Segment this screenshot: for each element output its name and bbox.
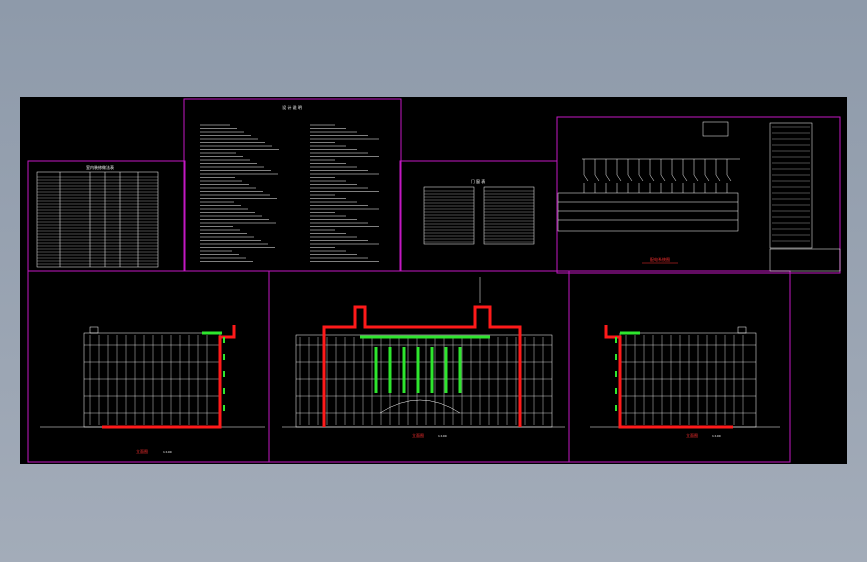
distribution-diagram: 配电系统图 [557,121,841,272]
door-window-schedule: 门 窗 表 [423,178,535,245]
sheet-frames [27,98,841,463]
frame-schedule [399,160,558,272]
frame-diagram [556,116,841,274]
schedule-title: 门 窗 表 [471,178,486,184]
frame-right-elevation [568,270,791,463]
cad-drawing: 室内装修做法表 设 计 说 明 门 窗 表 [27,98,841,463]
right-elevation-scale: 1:100 [712,434,721,438]
front-elevation-scale: 1:100 [438,434,447,438]
left-elevation-scale: 1:100 [163,450,172,454]
room-table: 室内装修做法表 [36,164,159,268]
left-elevation: 立面图 1:100 [40,325,265,454]
notes-title: 设 计 说 明 [282,104,302,110]
right-elevation: 立面图 1:100 [590,325,780,438]
left-elevation-caption: 立面图 [136,448,148,454]
cad-drawing-canvas[interactable]: 室内装修做法表 设 计 说 明 门 窗 表 [20,97,847,464]
design-notes: 设 计 说 明 [200,104,379,262]
room-table-title: 室内装修做法表 [86,164,114,170]
diagram-title: 配电系统图 [650,256,670,262]
front-elevation: 立面图 1:100 [282,277,565,438]
frame-left-elevation [27,270,270,463]
right-elevation-caption: 立面图 [686,432,698,438]
front-elevation-caption: 立面图 [412,432,424,438]
